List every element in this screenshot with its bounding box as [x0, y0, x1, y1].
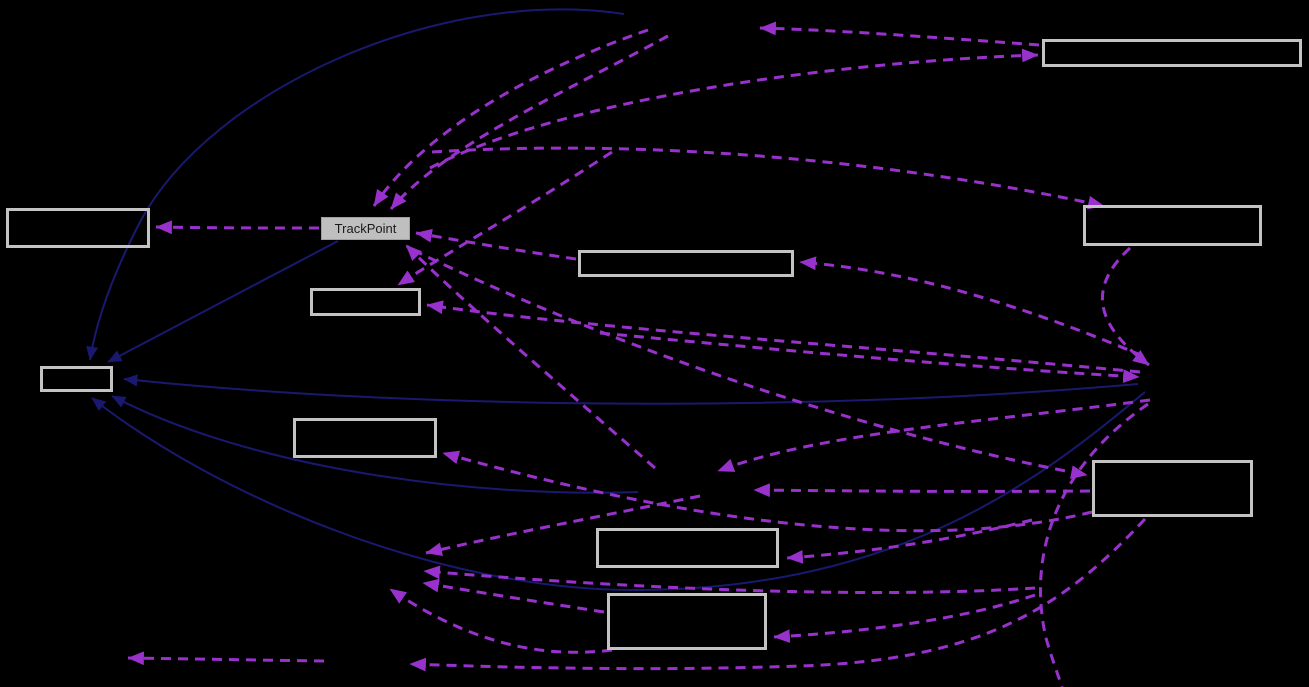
node-center-bottom[interactable]: [607, 593, 767, 650]
usage-into-midleft: [442, 450, 1093, 533]
node-mid-small[interactable]: [310, 288, 421, 316]
inherit-right-long: [123, 374, 1139, 405]
usage-centerupper-to-tp: [415, 228, 577, 261]
inherit-wide-sweep: [91, 391, 1146, 592]
usage-into-tp-top-1: [372, 28, 649, 207]
node-center-mid[interactable]: [596, 528, 779, 568]
usage-bottom-long: [409, 517, 1147, 672]
usage-topright-to-top: [759, 21, 1040, 47]
node-left-small[interactable]: [40, 366, 113, 392]
node-top-right[interactable]: [1042, 39, 1302, 67]
node-trackpoint: TrackPoint: [321, 217, 410, 240]
usage-into-center-upper: [799, 256, 1144, 358]
inherit-center-curve: [111, 395, 639, 494]
node-left[interactable]: [6, 208, 150, 248]
usage-into-tp-top-2: [389, 34, 669, 210]
usage-into-centerbottom: [773, 593, 1036, 643]
inherit-trackpoint-base: [107, 240, 339, 363]
usage-into-midsmall-top: [397, 150, 613, 287]
usage-tp-to-rightlower: [412, 248, 1088, 479]
usage-tp-to-left: [155, 220, 320, 235]
node-right-upper[interactable]: [1083, 205, 1262, 246]
usage-top-to-topright: [429, 48, 1039, 170]
usage-fan-4-upleft: [389, 587, 613, 654]
node-mid-left[interactable]: [293, 418, 437, 458]
usage-long-to-midsmall: [426, 300, 1141, 374]
usage-diag-to-center: [717, 398, 1151, 473]
usage-rightlower-to-center: [753, 483, 1091, 498]
node-right-lower[interactable]: [1092, 460, 1253, 517]
node-label: TrackPoint: [334, 221, 397, 236]
usage-center-to-tp: [404, 243, 656, 470]
inherit-arc-top-left: [86, 8, 625, 361]
usage-into-centermid: [786, 518, 1033, 564]
usage-long-to-rightupper: [431, 146, 1105, 210]
usage-sweep-down-right: [1039, 402, 1149, 687]
node-center-upper[interactable]: [578, 250, 794, 277]
usage-fan-2: [423, 565, 1036, 595]
usage-fan-3: [422, 578, 605, 614]
